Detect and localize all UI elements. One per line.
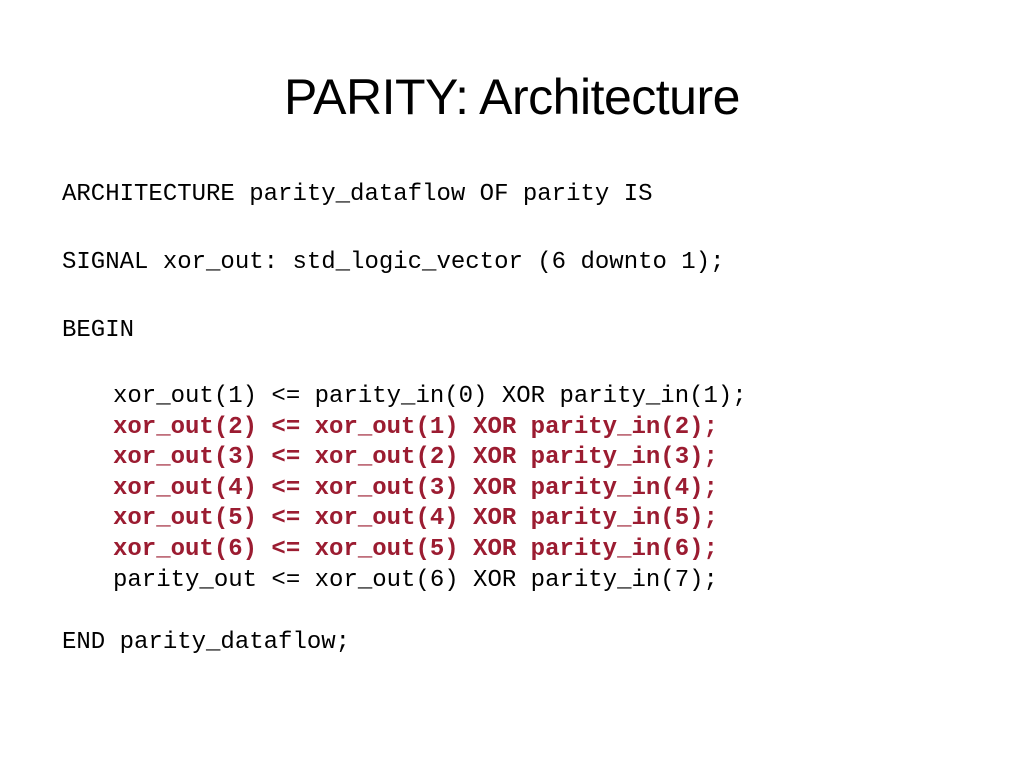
code-line-body: xor_out(1) <= parity_in(0) XOR parity_in… — [113, 383, 747, 410]
slide-title: PARITY: Architecture — [284, 69, 740, 125]
code-line-architecture: ARCHITECTURE parity_dataflow OF parity I… — [62, 181, 653, 208]
code-line-body: parity_out <= xor_out(6) XOR parity_in(7… — [113, 566, 718, 594]
code-line-body-highlighted: xor_out(4) <= xor_out(3) XOR parity_in(4… — [113, 474, 718, 502]
code-line-body-highlighted: xor_out(6) <= xor_out(5) XOR parity_in(6… — [113, 535, 718, 563]
code-line-body-highlighted: xor_out(3) <= xor_out(2) XOR parity_in(3… — [113, 444, 718, 472]
code-line-body-highlighted: xor_out(5) <= xor_out(4) XOR parity_in(5… — [113, 505, 718, 533]
code-line-begin: BEGIN — [62, 317, 135, 344]
code-line-end: END parity_dataflow; — [62, 629, 351, 657]
code-line-body-highlighted: xor_out(2) <= xor_out(1) XOR parity_in(2… — [113, 413, 718, 441]
code-block: ARCHITECTURE parity_dataflow OF parity I… — [62, 178, 992, 660]
code-spacer — [62, 596, 992, 600]
code-line-signal: SIGNAL xor_out: std_logic_vector (6 down… — [62, 249, 725, 276]
